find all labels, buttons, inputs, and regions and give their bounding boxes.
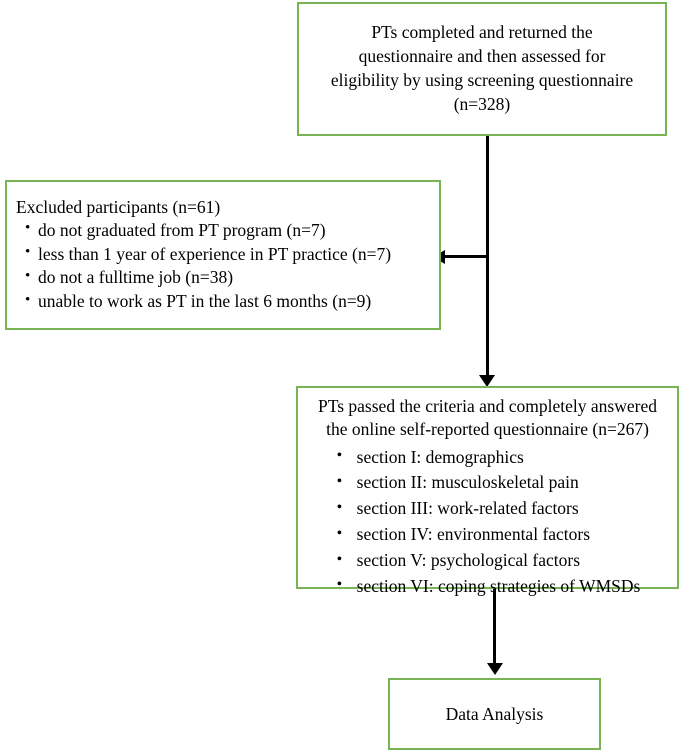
- arrowhead-down-to-passed: [479, 375, 495, 387]
- node-passed-line-2: the online self-reported questionnaire (…: [326, 419, 649, 440]
- node-excluded-list: do not graduated from PT program (n=7) l…: [7, 218, 439, 314]
- list-item: unable to work as PT in the last 6 month…: [25, 290, 439, 314]
- connector-to-excluded: [443, 255, 487, 258]
- list-item: section VI: coping strategies of WMSDs: [335, 573, 641, 600]
- list-item: section V: psychological factors: [335, 548, 641, 574]
- node-excluded: Excluded participants (n=61) do not grad…: [5, 180, 441, 330]
- list-item: section IV: environmental factors: [335, 522, 641, 548]
- node-passed: PTs passed the criteria and completely a…: [296, 386, 679, 597]
- list-item: do not a fulltime job (n=38): [25, 266, 439, 290]
- node-passed-text: PTs passed the criteria and completely a…: [314, 388, 661, 600]
- list-item: section I: demographics: [335, 444, 641, 471]
- node-screening-text: PTs completed and returned the questionn…: [325, 21, 639, 117]
- connector-passed-to-analysis: [493, 589, 496, 667]
- node-screening-line-2: questionnaire and then assessed for: [358, 46, 606, 67]
- node-screening: PTs completed and returned the questionn…: [297, 2, 667, 136]
- node-screening-line-4: (n=328): [453, 93, 511, 114]
- list-item: less than 1 year of experience in PT pra…: [25, 242, 439, 267]
- list-item: section III: work-related factors: [335, 496, 641, 522]
- node-passed-line-1: PTs passed the criteria and completely a…: [318, 396, 657, 416]
- list-item: do not graduated from PT program (n=7): [25, 218, 439, 243]
- node-analysis-label: Data Analysis: [445, 703, 544, 724]
- arrowhead-down-to-analysis: [486, 663, 503, 675]
- node-analysis: Data Analysis: [388, 678, 601, 750]
- node-excluded-heading: Excluded participants (n=61): [16, 197, 221, 218]
- node-screening-line-1: PTs completed and returned the: [371, 22, 593, 43]
- node-passed-list: section I: demographics section II: musc…: [335, 444, 641, 600]
- node-screening-line-3: eligibility by using screening questionn…: [330, 70, 634, 90]
- list-item: section II: musculoskeletal pain: [335, 470, 641, 496]
- connector-screening-to-passed: [486, 136, 489, 379]
